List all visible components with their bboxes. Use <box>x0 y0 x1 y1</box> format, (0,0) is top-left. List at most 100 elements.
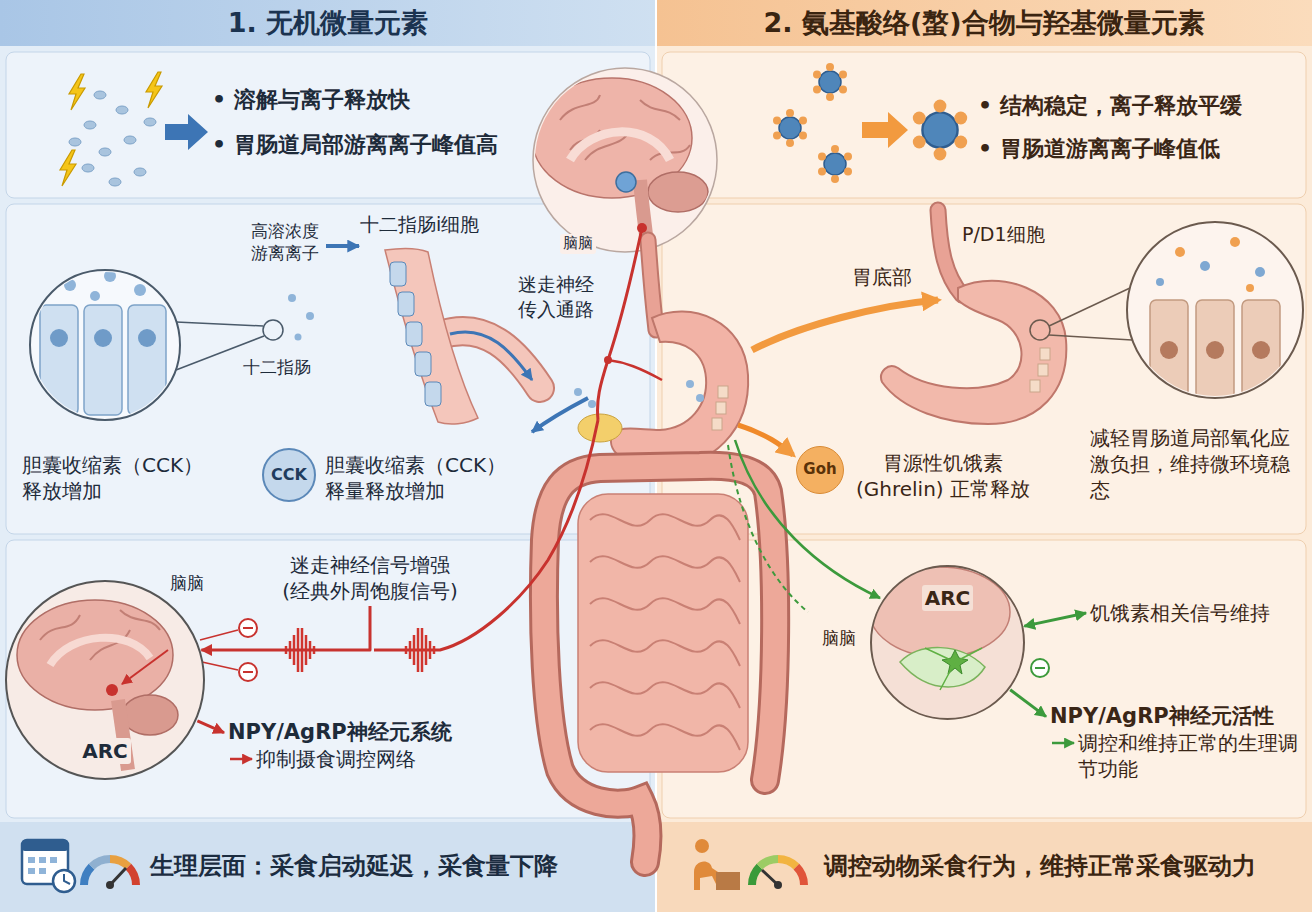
duodenum-magnifier <box>176 322 263 326</box>
ion-icon <box>144 118 156 126</box>
brain-circle: 脑脑ARC <box>5 580 205 780</box>
footer-band: 生理层面：采食启动延迟，采食量下降 <box>0 822 656 912</box>
footer-icons <box>22 839 804 892</box>
mucosa-magnifier <box>1156 278 1164 286</box>
top-brain <box>560 95 690 160</box>
footer-icons <box>774 881 782 889</box>
duodenum-magnifier <box>30 270 180 420</box>
duodenum-magnifier <box>50 329 68 347</box>
node-text: 十二指肠i细胞 <box>360 212 490 237</box>
mucosa-magnifier <box>1230 237 1240 247</box>
digestive-tract <box>544 466 775 862</box>
chelate-icon <box>773 63 967 183</box>
duodenum-magnifier <box>30 270 314 420</box>
node-text: P/D1细胞 <box>962 222 1072 247</box>
node-text: 迷走神经信号增强 (经典外周饱腹信号) <box>275 552 465 604</box>
background-panels <box>656 822 1312 912</box>
hormone-label: 胃源性饥饿素 (Ghrelin) 正常释放 <box>848 450 1038 502</box>
duodenum-magnifier <box>138 329 156 347</box>
digestive-tract <box>716 402 726 414</box>
right-brain-illustration <box>728 440 1074 743</box>
vagus-nerve-line <box>588 400 596 408</box>
ion-label: 高溶浓度 游离离子 <box>245 220 325 264</box>
digestive-tract <box>590 514 740 540</box>
right-stomach-illustration <box>1038 364 1048 376</box>
node-text: 高溶浓度 游离离子 <box>245 220 325 264</box>
ion-icon <box>109 178 121 186</box>
node-text: • 溶解与离子释放快 <box>212 86 642 115</box>
node-text: 调控动物采食行为，维持正常采食驱动力 <box>824 851 1256 882</box>
mucosa-magnifier <box>1255 267 1265 277</box>
ion-icon <box>82 164 94 172</box>
left-brain-illustration <box>239 619 257 637</box>
left-brain-illustration <box>406 628 434 672</box>
ion-icon <box>69 138 81 146</box>
part-label: 十二指肠 <box>243 356 311 378</box>
node-text: Goh <box>803 460 836 480</box>
digestive-tract <box>590 556 740 582</box>
header-band: 2. 氨基酸络(螯)合物与羟基微量元素 <box>656 0 1312 46</box>
digestive-tract <box>590 640 740 666</box>
digestive-tract <box>590 598 740 624</box>
duodenum-magnifier <box>263 320 283 340</box>
brain-circle: 脑脑ARC <box>870 565 1025 720</box>
mucosa-magnifier <box>1150 237 1280 410</box>
ion-icon <box>134 168 146 176</box>
ion-icon <box>94 91 106 99</box>
vagus-nerve-line <box>532 398 588 432</box>
node-text: • 结构稳定，离子释放平缓 <box>978 92 1306 121</box>
left-brain-illustration <box>6 581 204 779</box>
background-panels <box>656 0 1312 46</box>
villus-illustration <box>398 292 414 316</box>
right-brain-illustration <box>1031 659 1049 677</box>
duodenum-magnifier <box>40 305 78 415</box>
right-stomach-illustration <box>938 210 962 295</box>
pathway-label: 迷走神经 传入通路 <box>510 272 602 321</box>
villus-illustration <box>385 249 478 424</box>
organ-label: 脑脑 <box>560 234 596 254</box>
digestive-tract <box>696 394 704 402</box>
left-brain-illustration <box>122 650 168 684</box>
footer-icons <box>39 857 46 863</box>
effect-note: 减轻胃肠道局部氧化应激负担，维持微环境稳态 <box>1090 425 1300 503</box>
connector-arrow <box>201 606 370 650</box>
mucosa-magnifier <box>1206 341 1224 359</box>
header-band: 1. 无机微量元素 <box>0 0 656 46</box>
digestive-tract <box>686 380 694 388</box>
node-text: 胃源性饥饿素 (Ghrelin) 正常释放 <box>848 450 1038 502</box>
chelate-icon <box>818 145 852 183</box>
vagus-nerve-line <box>574 388 582 396</box>
top-brain <box>532 78 708 252</box>
node-text: 胆囊收缩素（CCK） 释放增加 <box>22 452 222 504</box>
digestive-tract <box>544 466 775 862</box>
mucosa-magnifier <box>1196 300 1234 410</box>
right-stomach-illustration <box>738 425 793 455</box>
footer-icons <box>53 870 75 892</box>
left-brain-illustration <box>50 638 150 665</box>
footer-icons <box>28 868 35 874</box>
digestive-tract <box>712 418 722 430</box>
i-cell-group: 十二指肠i细胞 <box>360 212 490 424</box>
left-brain-illustration <box>243 627 253 629</box>
node-subtext: ARC <box>79 738 131 764</box>
hormone-label: 胆囊收缩素（CCK） 释量释放增加 <box>325 452 530 504</box>
footer-icons <box>716 872 740 890</box>
footer-icons <box>39 868 46 874</box>
digestive-tract <box>578 494 748 772</box>
footer-icons <box>28 857 35 863</box>
right-stomach-illustration <box>1030 380 1040 392</box>
digestive-tract <box>544 240 775 862</box>
duodenum-magnifier <box>295 334 302 341</box>
digestive-tract <box>590 682 740 708</box>
background-panels <box>662 52 1306 198</box>
right-brain-illustration <box>1052 742 1074 745</box>
right-brain-illustration <box>871 566 1025 720</box>
footer-icons <box>106 881 114 889</box>
duodenum-magnifier <box>306 312 314 320</box>
connector-arrow <box>1010 690 1046 717</box>
chelate-icon <box>862 112 908 148</box>
villus-illustration <box>415 352 431 376</box>
connector-arrow <box>1024 613 1086 626</box>
node-subtext: • 胃肠道游离离子峰值低 <box>978 135 1306 164</box>
pathway-label: 胃底部 <box>852 264 912 290</box>
